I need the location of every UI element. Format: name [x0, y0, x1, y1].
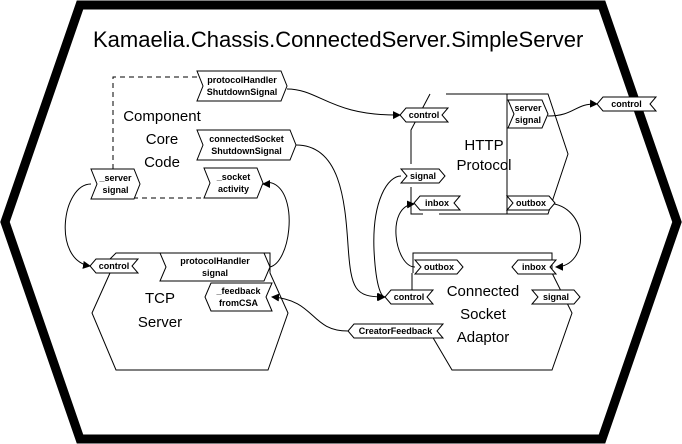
port-label: signal — [410, 171, 436, 181]
port-box-outline — [90, 168, 141, 200]
core-dashed-border — [112, 76, 226, 199]
port-label: signal — [515, 115, 541, 125]
link-server-signal-to-tcp-control — [64, 183, 92, 269]
port-label: signal — [202, 268, 228, 278]
port-box-outline — [530, 289, 581, 305]
port-label: signal — [543, 292, 569, 302]
link-http-outbox-to-csa-inbox — [547, 202, 581, 271]
port-box-outline — [204, 282, 273, 312]
link-creatorfeedback-to-tcp-feedback — [271, 293, 349, 332]
port-box-outline — [196, 70, 288, 102]
port-box-outline — [203, 167, 264, 199]
link-connectedsocket-shutdown-to-csa-control — [295, 144, 385, 301]
port-label: ShutdownSignal — [211, 146, 282, 156]
port-core-socket-activity: _socket activity — [203, 167, 264, 199]
port-box-outline — [347, 323, 445, 339]
http-protocol-component — [410, 93, 508, 215]
component-label-line: Core — [146, 131, 179, 148]
port-label: signal — [102, 185, 128, 195]
component-label-line: Server — [138, 314, 182, 331]
port-label: control — [409, 110, 440, 120]
component-label-line: Connected — [447, 283, 520, 300]
http-protocol-right-edge — [507, 93, 569, 215]
link-csa-outbox-to-http-inbox — [395, 200, 416, 268]
port-label: _socket — [216, 172, 251, 182]
port-box-outline — [507, 99, 549, 129]
component-label-line: HTTP — [464, 137, 503, 154]
port-label: control — [99, 261, 130, 271]
port-label: _feedback — [215, 286, 261, 296]
port-label: _server — [98, 173, 132, 183]
port-box-outline — [596, 96, 658, 112]
port-csa-inbox: inbox — [511, 259, 558, 275]
port-box-outline — [399, 107, 450, 123]
port-csa-control: control — [384, 289, 435, 305]
link-http-server-signal-to-outer-control — [547, 99, 598, 117]
component-label-line: Code — [144, 154, 180, 171]
port-label: inbox — [425, 198, 449, 208]
port-tcp-feedback-fromCSA: _feedback fromCSA — [204, 282, 273, 312]
tcp-server-label: TCP Server — [138, 290, 182, 331]
port-box-outline — [89, 258, 140, 274]
port-csa-signal: signal — [530, 289, 581, 305]
port-box-outline — [159, 252, 271, 282]
port-http-outbox: outbox — [505, 195, 556, 211]
port-http-control: control — [399, 107, 450, 123]
port-box-outline — [505, 195, 556, 211]
port-box-outline — [384, 289, 435, 305]
http-protocol-label: HTTP Protocol — [456, 137, 511, 174]
port-label: protocolHandler — [180, 256, 250, 266]
port-label: outbox — [424, 262, 454, 272]
port-box-outline — [413, 195, 462, 211]
diagram-title: Kamaelia.Chassis.ConnectedServer.SimpleS… — [93, 27, 583, 52]
port-label: connectedSocket — [209, 134, 284, 144]
port-label: protocolHandler — [207, 75, 277, 85]
port-label: control — [611, 99, 642, 109]
port-csa-outbox: outbox — [413, 259, 464, 275]
port-box-outline — [511, 259, 558, 275]
port-label: inbox — [522, 262, 546, 272]
port-http-server-signal: server signal — [507, 99, 549, 129]
component-label-line: Socket — [460, 306, 507, 323]
port-label: fromCSA — [219, 298, 259, 308]
port-http-signal: signal — [399, 168, 446, 184]
port-label: CreatorFeedback — [359, 326, 434, 336]
link-shutdown-to-http-control — [286, 88, 401, 120]
component-label-line: Protocol — [456, 157, 511, 174]
port-tcp-protocolHandler-signal: protocolHandler signal — [159, 252, 271, 282]
port-http-inbox: inbox — [413, 195, 462, 211]
port-label: outbox — [516, 198, 546, 208]
component-label-line: Component — [123, 108, 201, 125]
port-box-outline — [196, 129, 297, 161]
component-label-line: TCP — [145, 290, 175, 307]
component-label-line: Adaptor — [457, 329, 510, 346]
port-label: activity — [218, 184, 249, 194]
port-box-outline — [413, 259, 464, 275]
port-label: ShutdownSignal — [207, 87, 278, 97]
port-label: server — [514, 103, 542, 113]
port-box-outline — [399, 168, 446, 184]
port-csa-creatorFeedback: CreatorFeedback — [347, 323, 445, 339]
port-boxes: protocolHandlerShutdownSignalconnectedSo… — [89, 70, 658, 339]
link-tcp-protocolhandler-signal-to-socket-activity — [262, 179, 290, 268]
port-outer-control: control — [596, 96, 658, 112]
port-tcp-control: control — [89, 258, 140, 274]
port-label: control — [394, 292, 425, 302]
link-http-signal-to-csa-control — [373, 175, 402, 301]
